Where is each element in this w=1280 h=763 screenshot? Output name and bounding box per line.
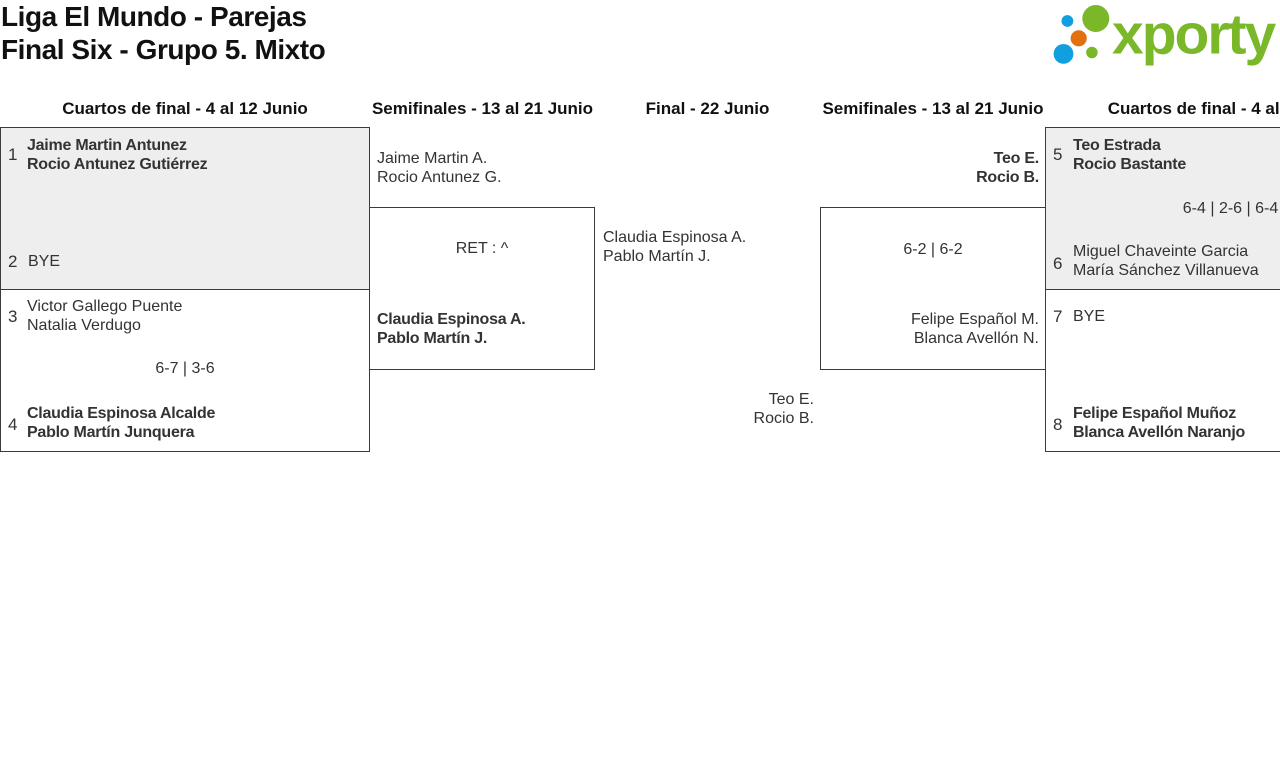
svg-text:xporty: xporty: [1112, 3, 1277, 67]
